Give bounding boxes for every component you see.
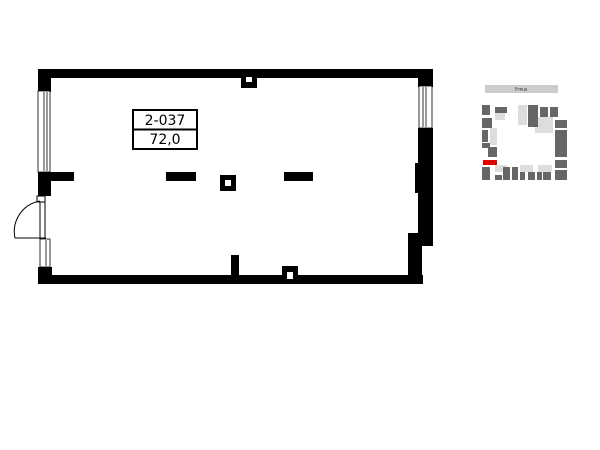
partition-left [166, 172, 196, 181]
columns [220, 75, 298, 283]
window-left-lower [39, 238, 51, 268]
top-wall [38, 69, 433, 78]
unit-area: 72,0 [149, 132, 180, 148]
left-wall-stub [50, 172, 74, 181]
left-wall-bottom [38, 267, 52, 284]
partition-right [284, 172, 313, 181]
right-wall-step [408, 233, 422, 284]
unit-number: 2-037 [145, 113, 186, 129]
minimap-highlight-unit [483, 160, 497, 165]
bottom-stub [231, 255, 239, 277]
minimap-light-blocks [490, 105, 553, 172]
right-wall-top [418, 69, 433, 87]
window-right [418, 85, 433, 129]
minimap-blocks [482, 105, 567, 180]
bottom-wall [38, 275, 423, 284]
street-bar [485, 85, 558, 93]
walls [38, 69, 433, 284]
door [13, 195, 46, 239]
right-wall-pier [415, 163, 420, 193]
right-wall [418, 128, 433, 246]
left-wall-mid [38, 172, 51, 196]
unit-label: 2-037 72,0 [132, 109, 198, 150]
minimap: Улица [482, 85, 567, 180]
street-label: Улица [515, 87, 528, 92]
door-swing-arc [13, 200, 41, 239]
left-wall-top [38, 69, 51, 92]
